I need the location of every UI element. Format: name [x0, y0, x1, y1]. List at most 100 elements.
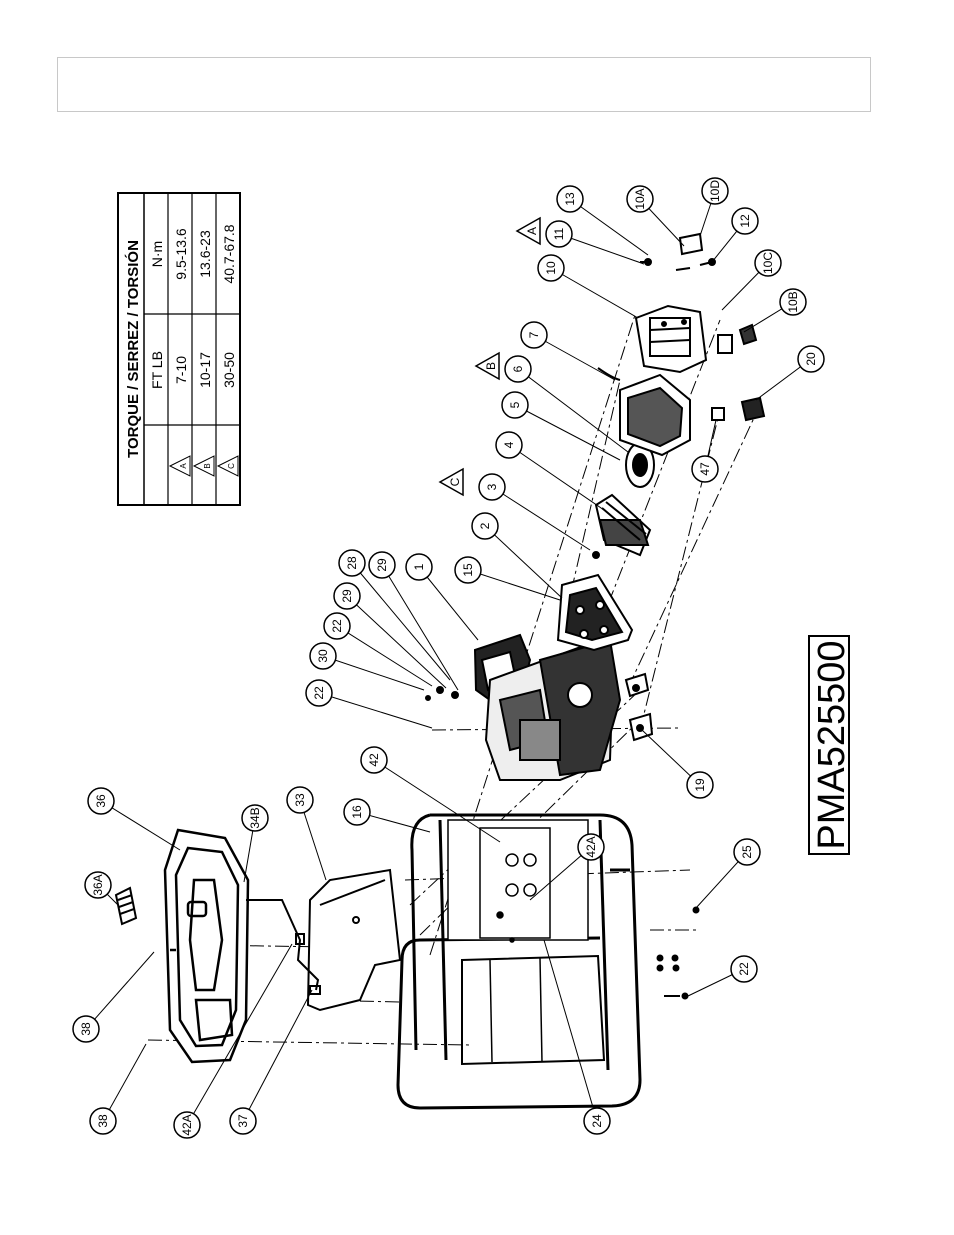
callout-20: 10: [538, 255, 638, 318]
callout-label: 19: [693, 778, 707, 792]
rotor: [596, 495, 650, 555]
callout-label: 34B: [248, 807, 262, 828]
torque-title: TORQUE / SERREZ / TORSIÓN: [124, 240, 142, 458]
callout-24: 10D: [700, 178, 728, 236]
torque-row-b-ftlb: 10-17: [197, 352, 213, 388]
callout-29: 47: [692, 420, 718, 482]
callout-label: 10B: [786, 291, 800, 312]
leader-line: [352, 563, 450, 680]
callout-label: 3: [485, 483, 499, 490]
callout-32: 25: [696, 839, 760, 908]
callout-label: 29: [375, 558, 389, 572]
fuel-cap: [116, 888, 136, 924]
torque-table: TORQUE / SERREZ / TORSIÓN FT LB N·m A 7-…: [118, 193, 240, 505]
callout-label: 10: [544, 261, 558, 275]
torque-marker-a: A: [517, 218, 540, 244]
callout-30: 19: [642, 730, 713, 798]
callout-1: 36: [88, 788, 180, 850]
callout-label: 22: [330, 619, 344, 633]
callout-2: 34B: [242, 805, 268, 882]
callout-4: 16: [344, 799, 430, 832]
callout-label: 22: [737, 962, 751, 976]
callout-label: 42A: [180, 1114, 194, 1135]
leader-line: [374, 760, 500, 842]
svg-text:A: A: [525, 227, 539, 235]
callout-38: 38: [90, 1044, 146, 1134]
torque-row-b-symbol: B: [203, 463, 212, 468]
leader-line: [492, 487, 590, 550]
callout-26: 10C: [722, 250, 781, 310]
callout-label: 1: [412, 563, 426, 570]
control-panel: [480, 828, 550, 942]
leader-line: [534, 335, 615, 380]
callout-label: 2: [478, 522, 492, 529]
callout-label: 47: [698, 462, 712, 476]
callout-label: 20: [804, 352, 818, 366]
callout-label: 15: [461, 563, 475, 577]
model-number: PMA525500: [811, 640, 853, 849]
callout-14: 2: [472, 513, 562, 598]
callout-label: 36: [94, 794, 108, 808]
callout-label: 28: [345, 556, 359, 570]
callout-label: 33: [293, 793, 307, 807]
callout-label: 12: [738, 214, 752, 228]
callout-label: 10C: [761, 252, 775, 274]
torque-marker-c: C: [440, 469, 463, 495]
stator: [598, 368, 690, 455]
callout-6: 22: [306, 680, 432, 728]
callout-label: 22: [312, 686, 326, 700]
callout-label: 10A: [633, 188, 647, 209]
callout-label: 29: [340, 589, 354, 603]
callout-8: 22: [324, 613, 432, 686]
callout-15: 3: [479, 474, 590, 550]
callout-label: 37: [236, 1114, 250, 1128]
fuel-tank: [165, 830, 248, 1062]
model-number-box: PMA525500: [809, 636, 853, 854]
svg-text:C: C: [448, 477, 462, 486]
callout-13: 15: [455, 557, 560, 600]
callout-label: 38: [96, 1114, 110, 1128]
callout-37: 38: [73, 952, 154, 1042]
callout-label: 16: [350, 805, 364, 819]
callout-27: 10B: [744, 289, 806, 332]
callout-label: 13: [563, 192, 577, 206]
callout-23: 10A: [627, 186, 684, 246]
engine-adapter: [558, 575, 632, 650]
engine: [426, 635, 620, 780]
callout-28: 20: [756, 346, 824, 400]
callout-label: 42: [367, 753, 381, 767]
callout-label: 5: [508, 401, 522, 408]
torque-row-a-ftlb: 7-10: [173, 356, 189, 384]
leader-line: [323, 656, 424, 690]
callout-9: 29: [334, 583, 446, 688]
leader-line: [382, 565, 458, 690]
callout-label: 42A: [584, 836, 598, 857]
callout-label: 7: [527, 331, 541, 338]
svg-text:B: B: [484, 362, 498, 370]
callout-label: 36A: [91, 874, 105, 895]
leader-line: [86, 952, 154, 1029]
callout-3: 33: [287, 787, 326, 880]
torque-col-nm: N·m: [149, 241, 165, 267]
callout-label: 38: [79, 1022, 93, 1036]
leader-line: [485, 526, 562, 598]
bottom-bolts: [657, 907, 699, 999]
callout-label: 24: [590, 1114, 604, 1128]
callout-label: 25: [740, 845, 754, 859]
leader-line: [319, 693, 432, 728]
torque-row-b-nm: 13.6-23: [197, 230, 213, 278]
callout-19: 7: [521, 322, 615, 380]
callout-label: 30: [316, 649, 330, 663]
torque-row-a-symbol: A: [179, 463, 188, 469]
leader-line: [468, 570, 560, 600]
callout-21: 11: [546, 221, 644, 264]
callout-label: 10D: [708, 180, 722, 202]
torque-row-c-ftlb: 30-50: [221, 352, 237, 388]
leader-line: [551, 268, 638, 318]
leader-line: [544, 940, 597, 1121]
end-cover: [636, 306, 706, 372]
torque-col-ftlb: FT LB: [149, 351, 165, 389]
leader-line: [518, 369, 628, 452]
callout-label: 4: [502, 441, 516, 448]
